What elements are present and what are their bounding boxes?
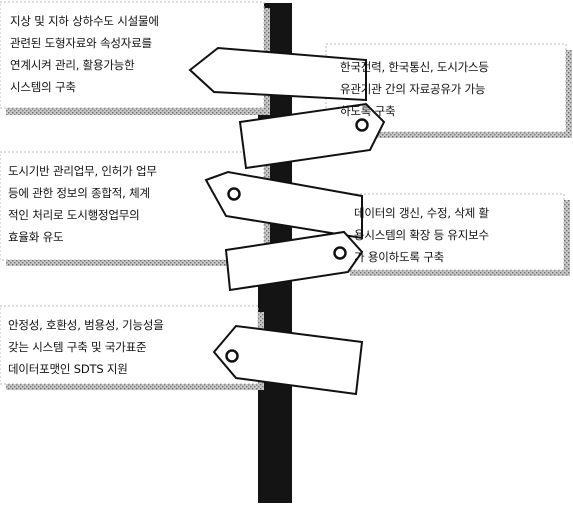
- note-4-text: 데이터의 갱신, 수정, 삭제 활 용시스템의 확장 등 유지보수 가 용이하도…: [354, 206, 489, 264]
- sign-arrow-2: [238, 102, 386, 170]
- sign-hole-icon: [333, 246, 347, 260]
- sign-arrow-5: [212, 324, 364, 396]
- sign-arrow-4: [224, 230, 364, 292]
- sign-hole-icon: [225, 349, 239, 363]
- sign-arrow-3: [204, 170, 363, 240]
- note-2-text: 한국전력, 한국통신, 도시가스등 유관기관 간의 자료공유가 가능 하도록 구…: [340, 60, 489, 118]
- sign-hole-icon: [355, 118, 369, 132]
- sign-hole-icon: [227, 187, 241, 201]
- note-box-4: [343, 193, 565, 271]
- note-1-text: 지상 및 지하 상하수도 시설물에 관련된 도형자료와 속성자료를 연계시켜 관…: [10, 14, 159, 94]
- note-3-text: 도시기반 관리업무, 인허가 업무 등에 관한 정보의 종합적, 체계 적인 처…: [8, 164, 157, 244]
- sign-arrow-1: [188, 46, 367, 102]
- note-5-text: 안정성, 호환성, 범용성, 기능성을 갖는 시스템 구축 및 국가표준 데이터…: [8, 318, 164, 376]
